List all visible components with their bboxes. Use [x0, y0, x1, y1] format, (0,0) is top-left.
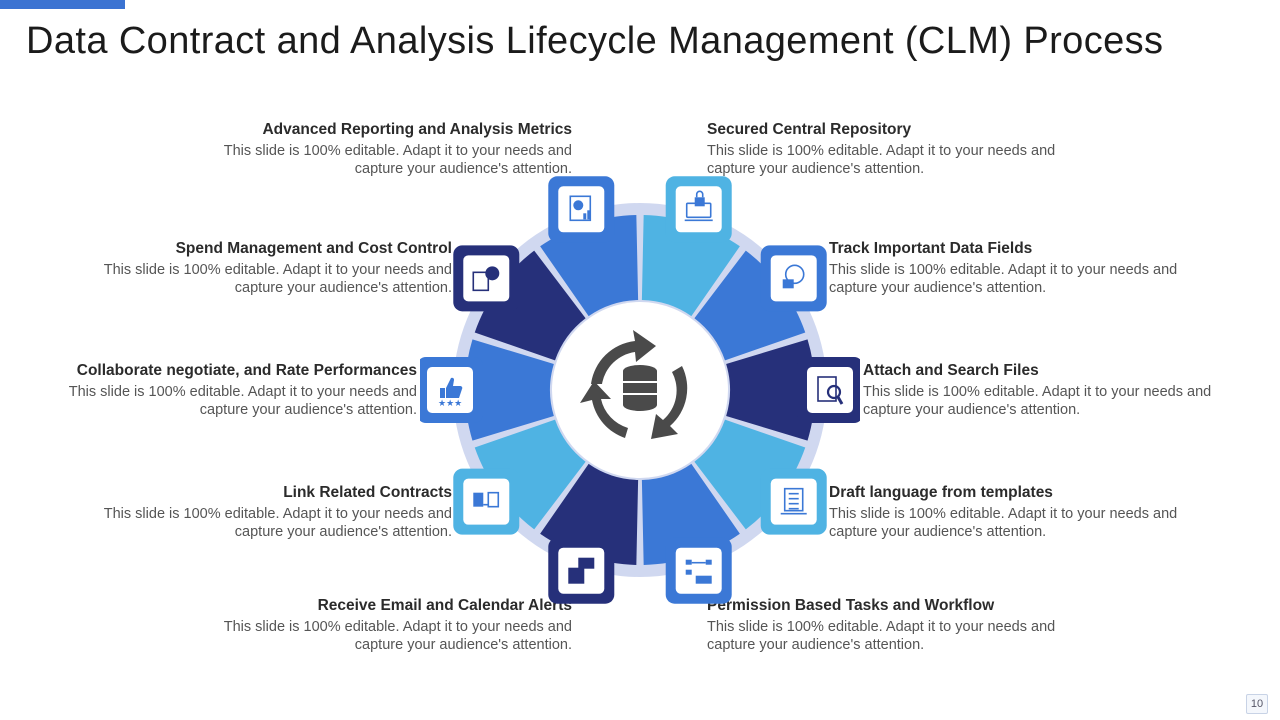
linked-documents-tile: [453, 468, 520, 535]
item-desc: This slide is 100% editable. Adapt it to…: [707, 143, 1056, 177]
report-chart-icon: [569, 195, 592, 222]
item-text-attach-and-search-files: Attach and Search Files This slide is 10…: [863, 362, 1280, 419]
item-title: Spend Management and Cost Control: [175, 240, 452, 257]
item-desc: This slide is 100% editable. Adapt it to…: [223, 619, 572, 653]
item-desc: This slide is 100% editable. Adapt it to…: [707, 619, 1056, 653]
item-desc: This slide is 100% editable. Adapt it to…: [68, 384, 417, 418]
lifecycle-wheel: ★★★: [420, 176, 860, 604]
item-text-permission-based-tasks: Permission Based Tasks and Workflow This…: [707, 597, 1187, 654]
item-desc: This slide is 100% editable. Adapt it to…: [829, 262, 1178, 296]
item-desc: This slide is 100% editable. Adapt it to…: [829, 506, 1178, 540]
thumbs-up-rating-tile: ★★★: [420, 357, 483, 423]
linked-documents-icon: [473, 491, 500, 508]
item-title: Collaborate negotiate, and Rate Performa…: [76, 362, 417, 379]
report-chart-tile: [548, 176, 615, 243]
repository-lock-icon: [684, 190, 713, 222]
file-search-tile: [797, 357, 860, 423]
item-title: Receive Email and Calendar Alerts: [317, 597, 572, 614]
accent-bar: [0, 0, 125, 9]
file-search-icon: [817, 376, 844, 405]
thumbs-up-rating-icon: ★★★: [438, 377, 463, 409]
wheel-segment: [465, 339, 554, 441]
database-cycle-icon: [580, 330, 688, 439]
page-title: Data Contract and Analysis Lifecycle Man…: [26, 20, 1164, 62]
item-title: Secured Central Repository: [707, 121, 912, 138]
calculator-money-tile: [453, 245, 520, 312]
brain-folder-icon: [782, 264, 805, 289]
item-desc: This slide is 100% editable. Adapt it to…: [103, 262, 452, 296]
item-text-draft-language-from-templates: Draft language from templates This slide…: [829, 484, 1280, 541]
icon-tiles: ★★★: [420, 176, 860, 604]
item-title: Permission Based Tasks and Workflow: [707, 597, 995, 614]
email-calendar-icon: [568, 557, 595, 584]
workflow-tile: [665, 537, 732, 604]
wheel-segment: [694, 419, 806, 530]
document-template-icon: [780, 487, 807, 515]
wheel-segment: [694, 250, 806, 361]
document-template-tile: [760, 468, 827, 535]
item-title: Attach and Search Files: [863, 362, 1039, 379]
wheel-segment: [726, 339, 815, 441]
item-title: Track Important Data Fields: [829, 240, 1033, 257]
wheel-segment: [474, 419, 586, 530]
item-desc: This slide is 100% editable. Adapt it to…: [863, 384, 1212, 418]
calculator-money-icon: [472, 266, 500, 292]
svg-text:★★★: ★★★: [438, 399, 462, 409]
wheel-segment: [474, 250, 586, 361]
item-desc: This slide is 100% editable. Adapt it to…: [103, 506, 452, 540]
item-text-advanced-reporting: Advanced Reporting and Analysis Metrics …: [92, 121, 572, 178]
workflow-icon: [685, 559, 712, 584]
page-number: 10: [1246, 694, 1268, 714]
item-text-link-related-contracts: Link Related Contracts This slide is 100…: [0, 484, 452, 541]
repository-lock-tile: [665, 176, 732, 243]
item-text-receive-email-calendar-alerts: Receive Email and Calendar Alerts This s…: [92, 597, 572, 654]
item-text-track-important-data-fields: Track Important Data Fields This slide i…: [829, 240, 1280, 297]
brain-folder-tile: [760, 245, 827, 312]
item-text-secured-central-repository: Secured Central Repository This slide is…: [707, 121, 1187, 178]
item-text-collaborate-negotiate: Collaborate negotiate, and Rate Performa…: [0, 362, 417, 419]
item-title: Draft language from templates: [829, 484, 1053, 501]
item-title: Link Related Contracts: [283, 484, 452, 501]
email-calendar-tile: [548, 537, 615, 604]
item-title: Advanced Reporting and Analysis Metrics: [262, 121, 572, 138]
item-text-spend-management: Spend Management and Cost Control This s…: [0, 240, 452, 297]
item-desc: This slide is 100% editable. Adapt it to…: [223, 143, 572, 177]
